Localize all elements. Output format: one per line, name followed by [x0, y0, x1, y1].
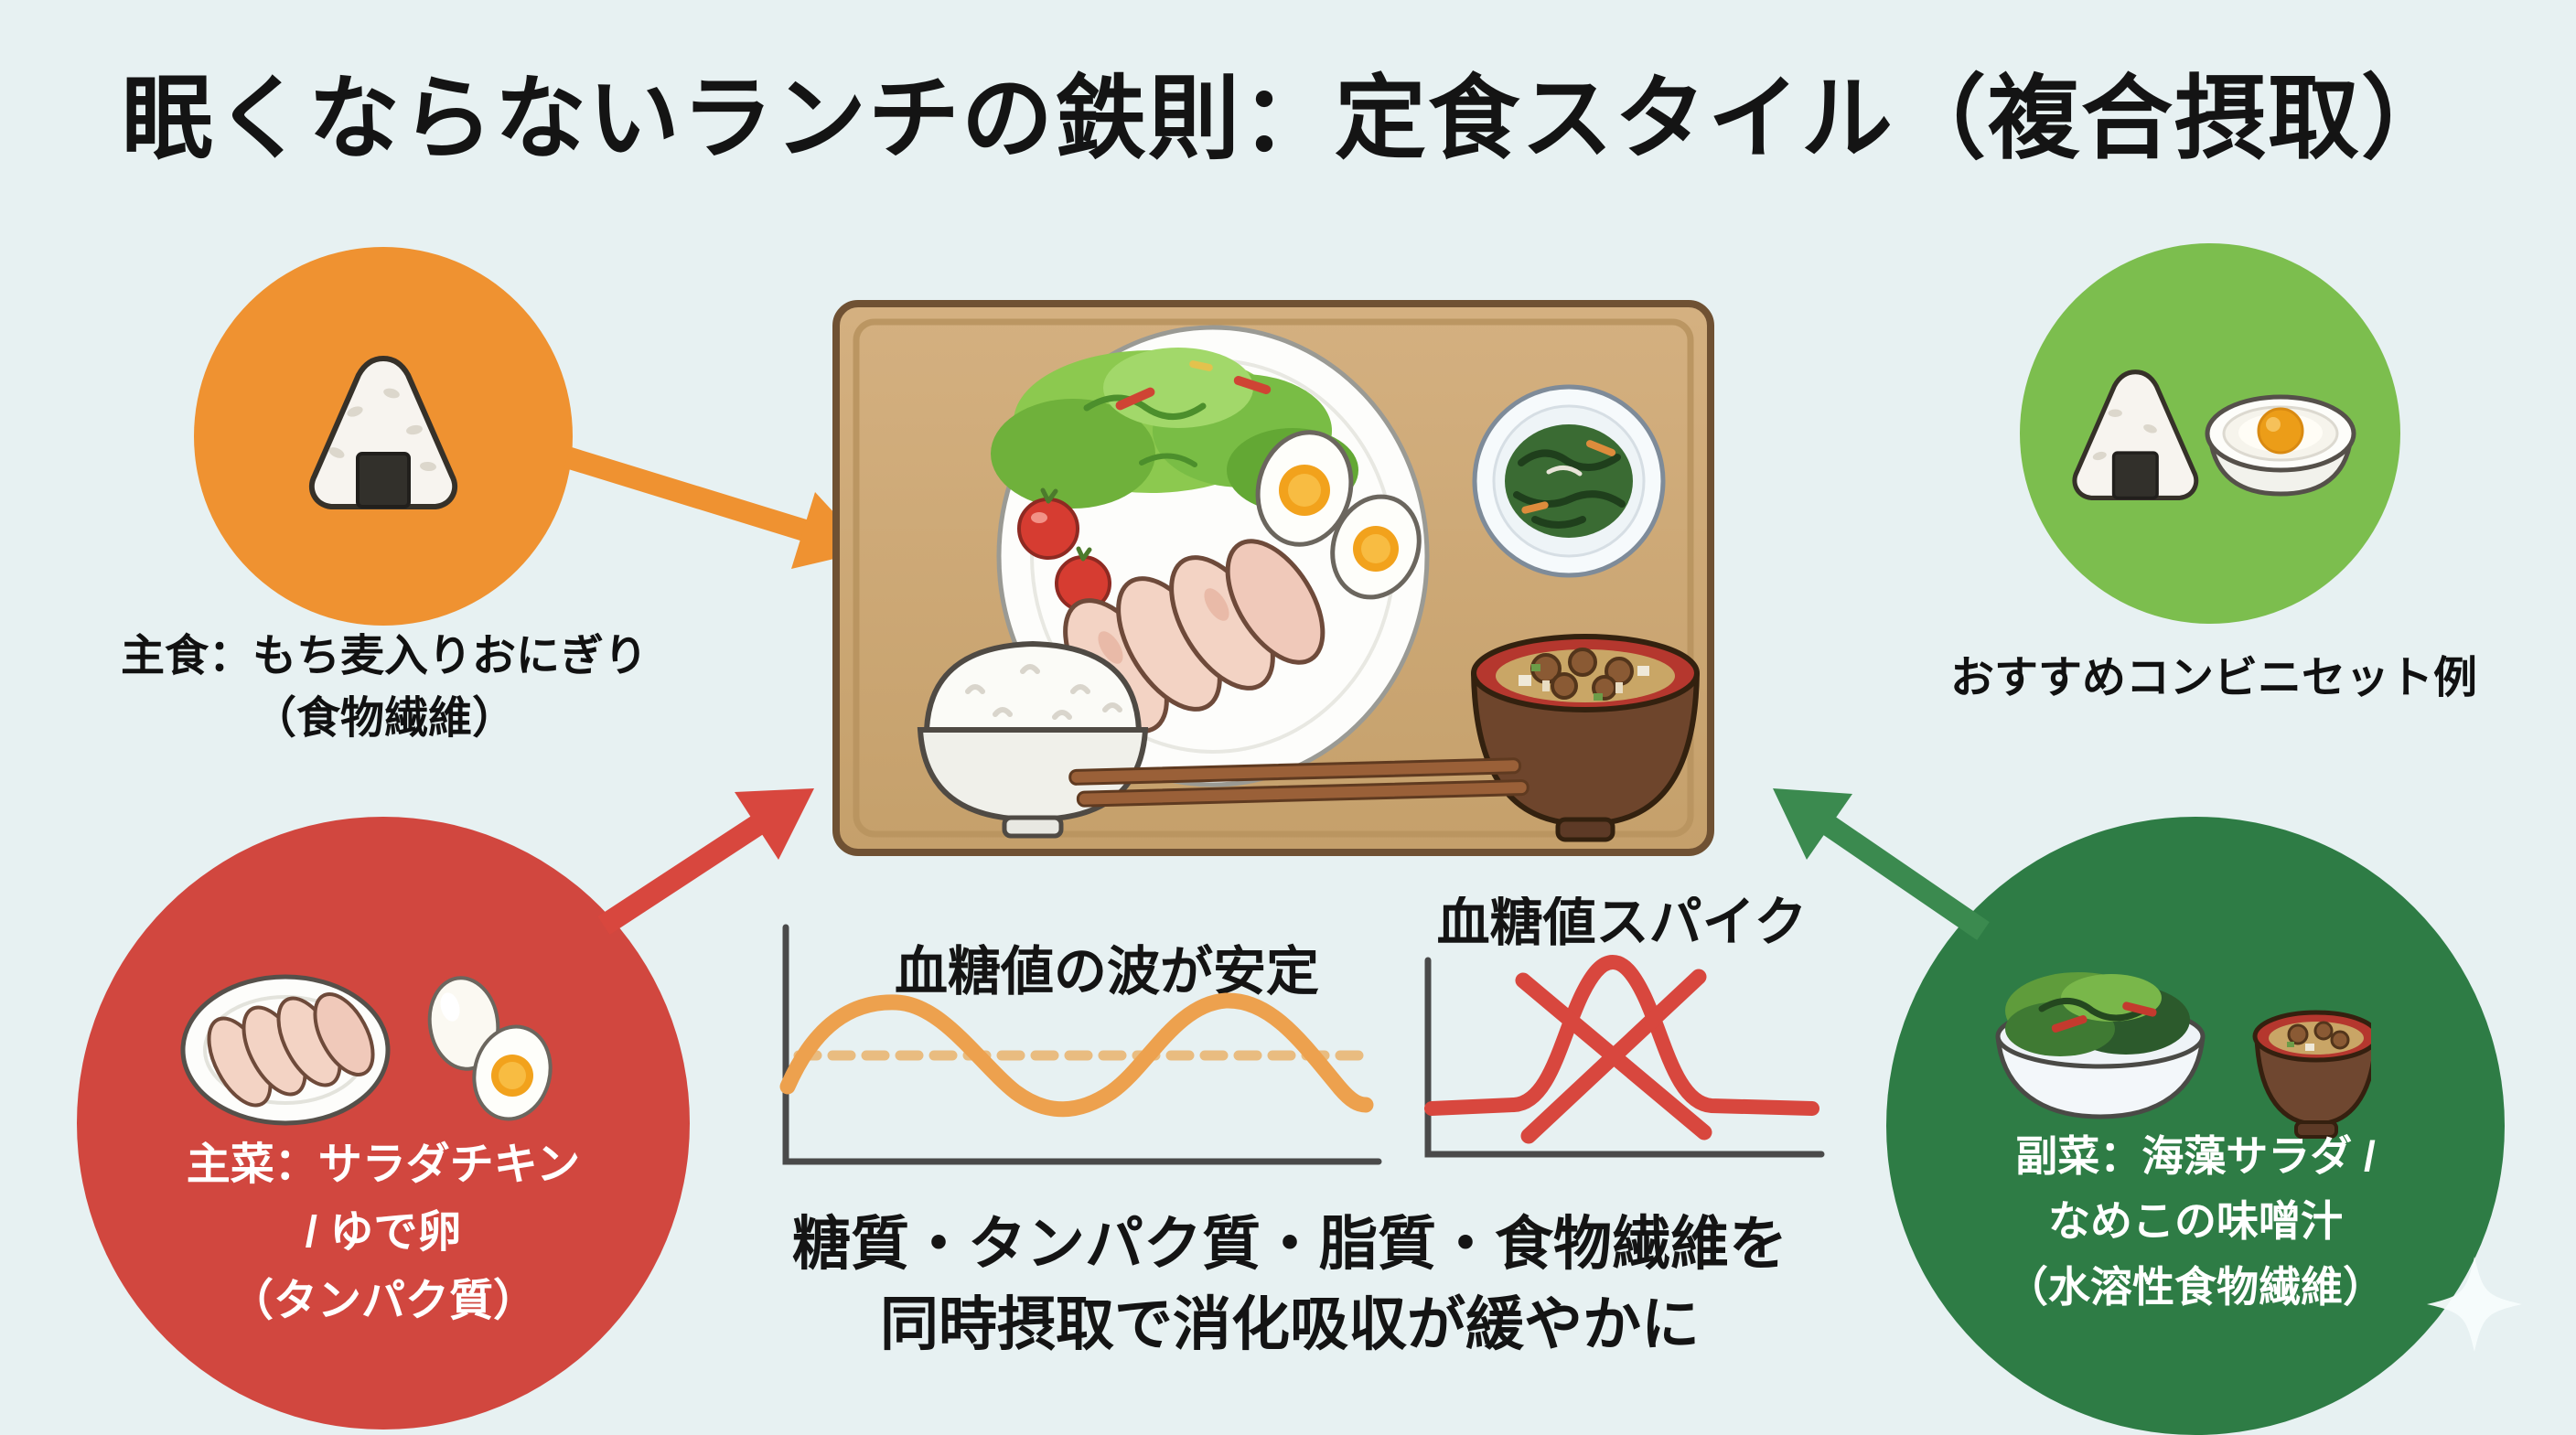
onigiri-and-egg-bowl-icon: [2072, 369, 2356, 500]
convenience-label: おすすめコンビニセット例: [1949, 654, 2477, 702]
infographic-canvas: { "title": "眠くならないランチの鉄則：定食スタイル（複合摂取）", …: [37, 68, 2522, 1435]
staple-label: 主食：もち麦入りおにぎり （食物繊維）: [37, 626, 732, 750]
spike-chart-label: 血糖値スパイク: [1437, 896, 1808, 952]
egg-bowl-icon: [2205, 394, 2356, 497]
sparkle-icon: [2427, 1257, 2522, 1352]
side-dish-line2: なめこの味噌汁: [2048, 1197, 2343, 1246]
main-dish-text: 主菜：サラダチキン / ゆで卵 （タンパク質）: [77, 1131, 690, 1335]
salad-and-miso-soup-icon: [1995, 972, 2371, 1139]
miso-soup-bowl: [1471, 634, 1700, 842]
onigiri-icon: [2072, 369, 2199, 500]
cherry-tomatoes: [1017, 487, 1111, 612]
chicken-slices: [207, 992, 375, 1108]
side-dish-line3: （水溶性食物繊維）: [2006, 1262, 2385, 1311]
staple-label-line1: 主食：もち麦入りおにぎり: [120, 632, 648, 680]
arrow-main-to-tray: [597, 788, 814, 936]
side-dish-circle: 副菜：海藻サラダ / なめこの味噌汁 （水溶性食物繊維）: [1886, 817, 2505, 1435]
convenience-circle: [2020, 243, 2400, 624]
meal-tray-illustration: [832, 300, 1714, 856]
stable-chart-label: 血糖値の波が安定: [895, 942, 1319, 1001]
boiled-eggs-icon: [427, 976, 553, 1121]
staple-circle: [194, 247, 573, 626]
arrow-side-to-tray: [1773, 788, 1990, 940]
main-dish-line3: （タンパク質）: [229, 1276, 537, 1325]
salad-greens: [2005, 972, 2190, 1056]
glucose-spike-chart: 血糖値スパイク: [1424, 896, 1825, 1158]
main-dish-line2: / ゆで卵: [305, 1208, 462, 1258]
boiled-egg-halves: [1255, 430, 1422, 600]
x-cross-icon: [1515, 969, 1712, 1144]
spike-line: [1424, 954, 1819, 1116]
seaweed-salad-bowl-icon: [1995, 972, 2206, 1119]
seaweed-side-bowl: [1472, 384, 1666, 578]
onigiri-icon: [308, 355, 458, 509]
meal-tray-contents: [853, 318, 1700, 842]
main-dish-line1: 主菜：サラダチキン: [186, 1141, 581, 1189]
side-dish-line1: 副菜：海藻サラダ /: [2015, 1132, 2376, 1180]
main-dish-circle: 主菜：サラダチキン / ゆで卵 （タンパク質）: [77, 817, 690, 1430]
stable-wave-line: [779, 992, 1374, 1118]
stable-chart-axes: [782, 924, 1382, 1165]
spike-chart-axes: [1424, 957, 1825, 1158]
rice-bowl: [917, 640, 1149, 839]
stable-glucose-chart: 血糖値の波が安定: [779, 924, 1382, 1165]
chicken-plate-and-eggs-icon: [180, 974, 553, 1126]
side-dish-text: 副菜：海藻サラダ / なめこの味噌汁 （水溶性食物繊維）: [1886, 1124, 2505, 1320]
nameko-mushrooms: [1530, 648, 1634, 701]
footer-text: 糖質・タンパク質・脂質・食物繊維を 同時摂取で消化吸収が緩やかに: [640, 1204, 1939, 1365]
page-title: 眠くならないランチの鉄則：定食スタイル（複合摂取）: [122, 68, 2454, 170]
footer-line2: 同時摂取で消化吸収が緩やかに: [880, 1291, 1700, 1358]
chicken-plate-icon: [180, 974, 391, 1126]
footer-line1: 糖質・タンパク質・脂質・食物繊維を: [792, 1211, 1787, 1277]
chopsticks: [1068, 757, 1530, 808]
staple-label-line2: （食物繊維）: [252, 694, 516, 744]
miso-soup-bowl-icon: [2252, 1010, 2371, 1139]
